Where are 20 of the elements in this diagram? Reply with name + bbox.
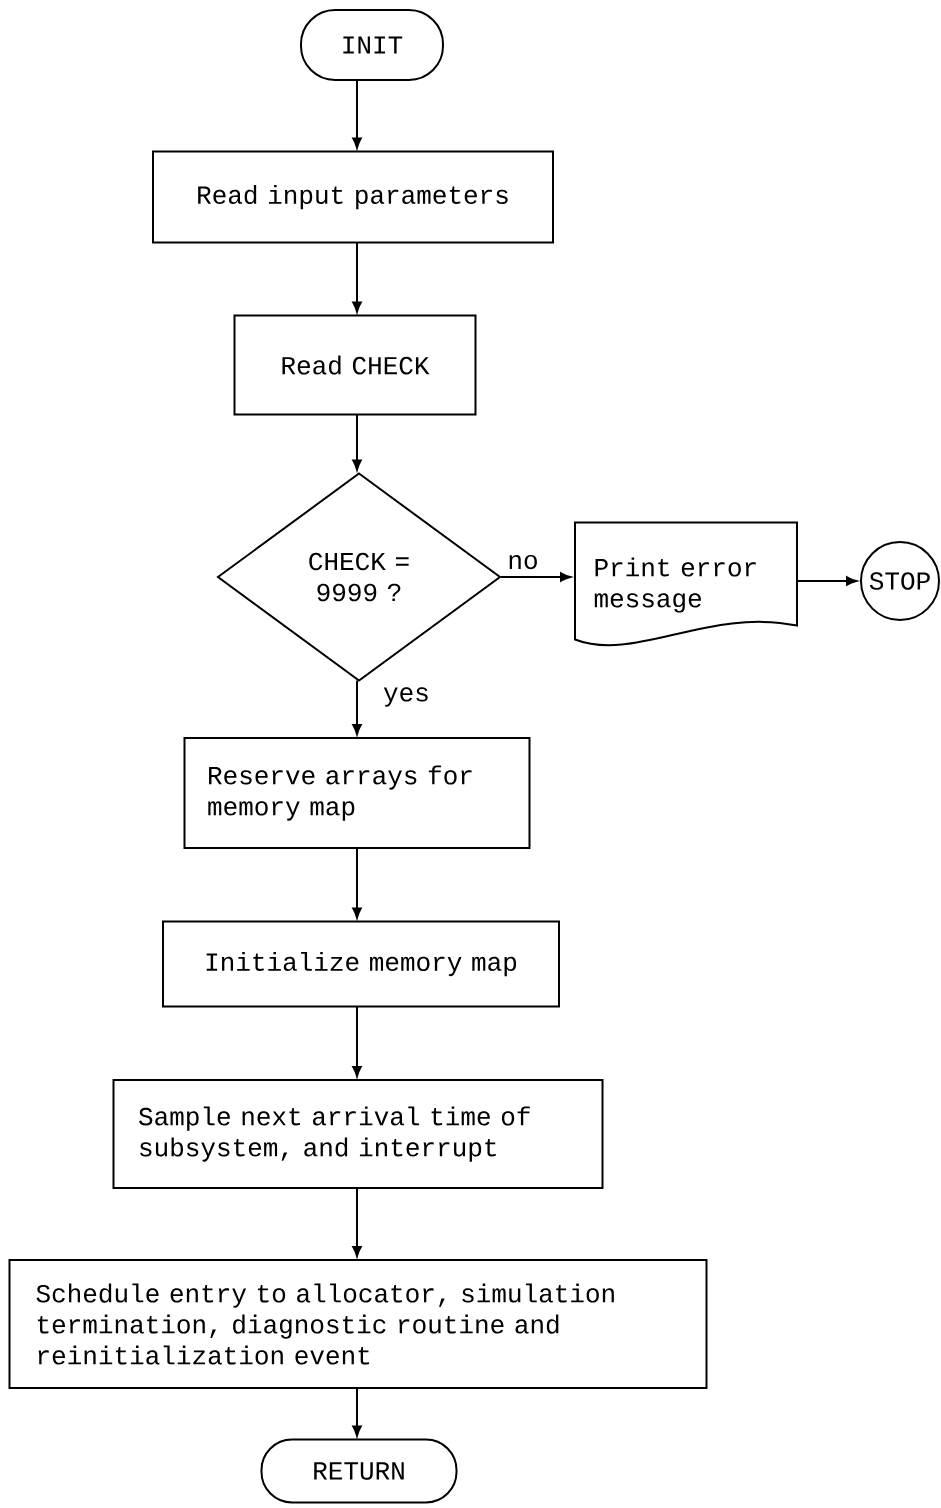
process-box: Sample next arrival time of subsystem, and interrupt [112, 1079, 604, 1189]
arrow [352, 241, 362, 313]
process-box: Reserve arrays for memory map [183, 737, 531, 849]
arrow [352, 79, 362, 149]
arrow [352, 413, 362, 471]
arrow [352, 1187, 362, 1258]
arrow [352, 1387, 362, 1437]
process-box: Schedule entry to allocator, simulation termination, diagnostic routine and reinitialization event [8, 1259, 708, 1389]
arrow [352, 847, 362, 919]
process-box: Read input parameters [152, 150, 554, 244]
process-box: Initialize memory map [162, 920, 560, 1008]
arrow [797, 576, 858, 586]
terminal-box: RETURN [260, 1438, 458, 1504]
process-box: Read CHECK [233, 314, 477, 416]
edge-label: yes [383, 687, 428, 707]
terminal-box: INIT [300, 9, 444, 81]
arrow [352, 679, 362, 736]
arrow [500, 572, 572, 582]
edge-label: no [509, 554, 537, 570]
arrow [352, 1005, 362, 1078]
